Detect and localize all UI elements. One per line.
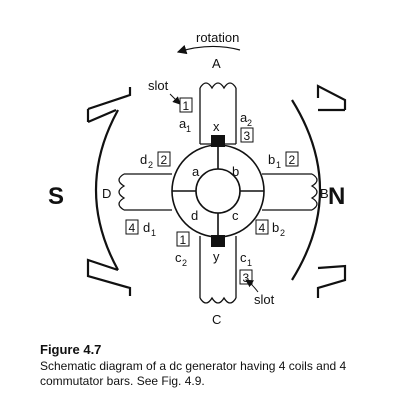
conductor-a2: a 2 3: [240, 110, 254, 143]
conductor-b2: 4 b 2: [255, 219, 285, 238]
south-pole: [86, 87, 132, 296]
segment-a: a: [192, 164, 200, 179]
svg-text:2: 2: [247, 118, 252, 128]
conductor-a1: 1 a 1: [179, 97, 193, 134]
svg-text:d: d: [140, 152, 147, 167]
coil-b-label: B: [320, 186, 329, 201]
svg-text:4: 4: [129, 221, 136, 235]
coil-a-label: A: [212, 56, 221, 71]
brush-x: [211, 135, 225, 147]
segment-c: c: [232, 208, 239, 223]
rotation-label: rotation: [196, 30, 239, 45]
svg-text:d: d: [143, 220, 150, 235]
svg-text:2: 2: [161, 153, 168, 167]
svg-text:1: 1: [186, 124, 191, 134]
brush-x-label: x: [213, 119, 220, 134]
slot-label-bottom: slot: [254, 292, 275, 307]
caption-title: Figure 4.7: [40, 342, 102, 357]
south-pole-label: S: [48, 183, 64, 210]
svg-text:c: c: [175, 250, 182, 265]
conductor-c2: 1 c 2: [175, 231, 190, 268]
rotation-arrow: [176, 44, 241, 55]
conductor-d2: d 2 2: [140, 151, 171, 170]
figure-caption: Figure 4.7 Schematic diagram of a dc gen…: [40, 342, 400, 389]
slot-arrow-top: [169, 93, 181, 105]
brush-y-label: y: [213, 249, 220, 264]
svg-text:a: a: [179, 116, 187, 131]
coil-d: [118, 173, 172, 211]
north-pole: [291, 84, 347, 298]
north-pole-label: N: [328, 183, 345, 210]
svg-text:2: 2: [289, 153, 296, 167]
svg-text:1: 1: [180, 233, 187, 247]
slot-label-top: slot: [148, 78, 169, 93]
svg-text:1: 1: [151, 228, 156, 238]
coil-a: [199, 82, 237, 145]
conductor-d1: 4 d 1: [125, 219, 156, 238]
dc-generator-diagram: rotation S N A C D: [48, 30, 347, 327]
svg-text:b: b: [268, 152, 275, 167]
svg-text:b: b: [272, 220, 279, 235]
commutator: [171, 144, 265, 238]
slot-arrow-bottom: [245, 279, 259, 293]
coil-d-label: D: [102, 186, 111, 201]
svg-text:1: 1: [183, 99, 190, 113]
svg-text:2: 2: [182, 258, 187, 268]
svg-text:a: a: [240, 110, 248, 125]
segment-b: b: [232, 164, 239, 179]
svg-text:1: 1: [247, 258, 252, 268]
svg-text:2: 2: [280, 228, 285, 238]
conductor-b1: b 1 2: [268, 151, 299, 170]
svg-text:3: 3: [244, 129, 251, 143]
svg-text:1: 1: [276, 160, 281, 170]
brush-y: [211, 235, 225, 247]
svg-text:4: 4: [259, 221, 266, 235]
coil-c-label: C: [212, 312, 221, 327]
coil-b: [262, 173, 318, 211]
conductor-c1: c 1 3: [239, 250, 253, 285]
svg-text:c: c: [240, 250, 247, 265]
coil-c: [199, 236, 237, 304]
caption-text: Schematic diagram of a dc generator havi…: [40, 359, 347, 388]
svg-text:2: 2: [148, 160, 153, 170]
svg-text:3: 3: [243, 271, 250, 285]
segment-d: d: [191, 208, 198, 223]
